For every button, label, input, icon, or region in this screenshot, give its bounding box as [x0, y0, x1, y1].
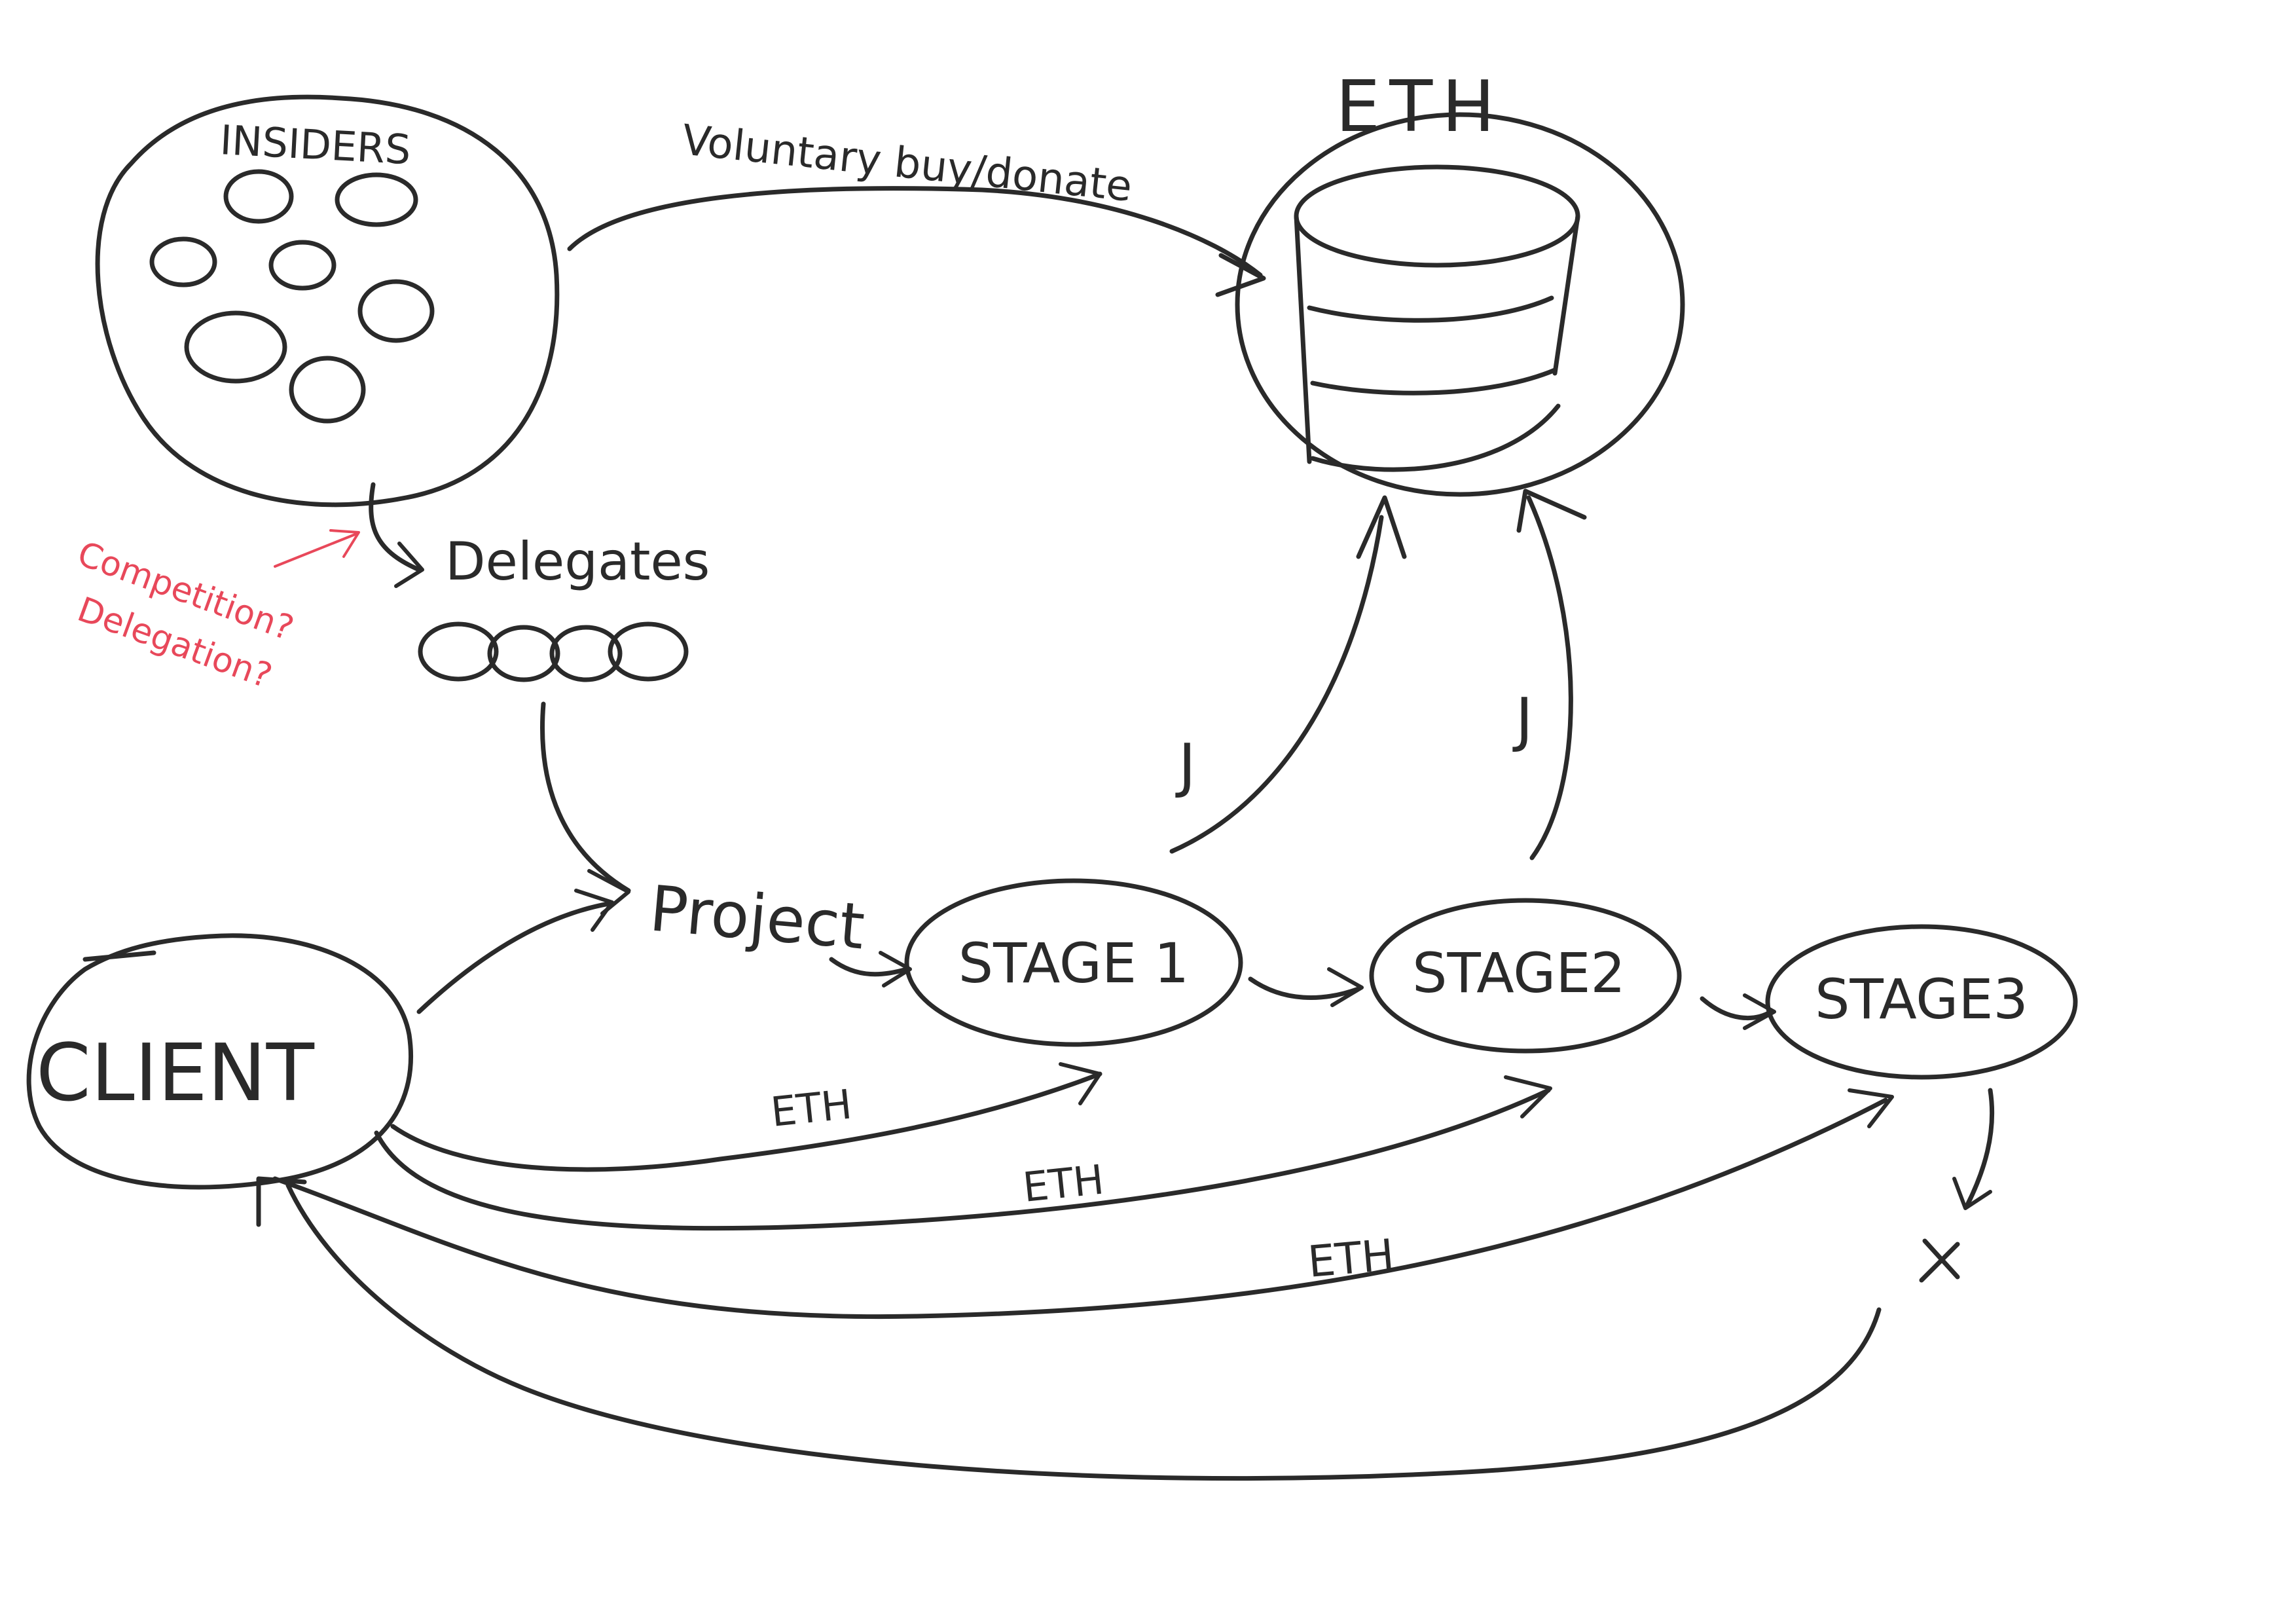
- insiders-label: INSIDERS: [219, 116, 412, 174]
- project-to-stage1-arrow[interactable]: [829, 951, 912, 987]
- insiders-outline: [95, 94, 560, 507]
- stage1-to-eth-arrow[interactable]: J: [1169, 495, 1407, 854]
- eth-stage1-label: ETH: [769, 1080, 854, 1136]
- insider-member: [223, 169, 294, 224]
- stage2-to-eth-arrow[interactable]: J: [1512, 489, 1587, 860]
- insider-member: [289, 356, 366, 424]
- delegates-node: Delegates: [418, 531, 710, 682]
- annotation-arrow: [274, 532, 358, 568]
- stage1-outline: [904, 878, 1243, 1047]
- eth-store-outline: [1235, 112, 1685, 497]
- client-node[interactable]: CLIENT: [26, 933, 414, 1190]
- stage3-outline: [1765, 924, 2078, 1080]
- j-stage2-label: J: [1512, 686, 1533, 754]
- database-icon: [1294, 164, 1580, 472]
- stage3-node[interactable]: STAGE3: [1765, 924, 2078, 1080]
- voluntary-label: Voluntary buy/donate: [680, 116, 1134, 212]
- eth-store-label: ETH: [1336, 66, 1504, 148]
- delegates-label: Delegates: [445, 531, 710, 592]
- delegate-member: [418, 621, 499, 682]
- eth-store-node: ETH: [1235, 66, 1685, 497]
- insider-member: [357, 279, 435, 343]
- client-label: CLIENT: [36, 1028, 315, 1119]
- stage1-node[interactable]: STAGE 1: [904, 878, 1243, 1047]
- stage2-outline: [1369, 898, 1682, 1054]
- eth-stage3-label: ETH: [1306, 1230, 1396, 1287]
- delegates-to-project-arrow[interactable]: [540, 701, 631, 915]
- insider-member: [268, 240, 337, 291]
- stage2-to-stage3-arrow[interactable]: [1700, 993, 1776, 1030]
- insiders-node: INSIDERS: [95, 94, 560, 507]
- stage3-to-fail-arrow[interactable]: [1952, 1088, 1995, 1210]
- stage2-label: STAGE2: [1412, 941, 1626, 1005]
- delegate-member: [549, 625, 623, 682]
- insiders-to-delegates-arrow[interactable]: [369, 482, 424, 588]
- client-to-project-arrow[interactable]: [416, 889, 614, 1014]
- stage1-to-stage2-arrow[interactable]: [1248, 967, 1364, 1007]
- delegate-member: [487, 625, 560, 682]
- client-to-stage1-eth-arrow[interactable]: ETH: [390, 1062, 1102, 1172]
- project-label: Project: [647, 872, 867, 963]
- delegate-member: [608, 621, 689, 682]
- insider-member: [184, 310, 287, 384]
- fail-marker: [1919, 1238, 1960, 1283]
- client-to-stage2-eth-arrow[interactable]: ETH: [374, 1075, 1552, 1231]
- insider-member: [149, 236, 217, 287]
- eth-stage2-label: ETH: [1021, 1155, 1106, 1211]
- j-stage1-label: J: [1175, 731, 1196, 800]
- stage3-label: STAGE3: [1815, 967, 2028, 1031]
- stage2-node[interactable]: STAGE2: [1369, 898, 1682, 1054]
- annotation-notes: Competition? Delegation?: [73, 529, 360, 696]
- stage1-label: STAGE 1: [958, 931, 1189, 995]
- client-to-stage3-eth-arrow[interactable]: ETH: [272, 1088, 1894, 1320]
- insider-member: [335, 172, 418, 227]
- fail-to-client-arrow[interactable]: [256, 1176, 1882, 1481]
- voluntary-arrow[interactable]: Voluntary buy/donate: [567, 116, 1266, 297]
